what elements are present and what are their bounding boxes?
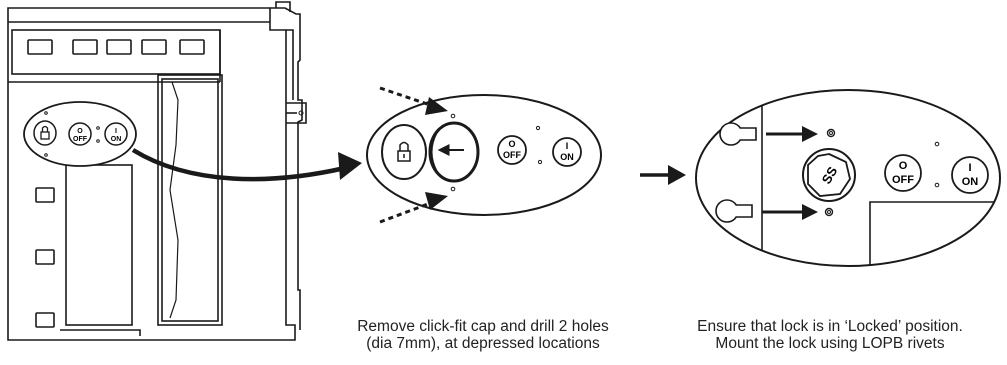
curved-arrow-head	[338, 152, 362, 180]
dotted-arrow-bottom-icon	[379, 199, 437, 224]
panel2-label-on: ON	[560, 152, 574, 162]
breaker-front-view	[7, 1, 307, 341]
panel2-label-off: OFF	[503, 150, 521, 160]
dotted-arrow-top-icon	[379, 86, 437, 109]
curved-arrow-icon	[131, 148, 346, 182]
panel1-label-off: OFF	[73, 136, 88, 143]
step3-caption-line2: Mount the lock using LOPB rivets	[715, 335, 945, 352]
panel3-label-off: OFF	[892, 174, 914, 186]
top-slot-row	[27, 39, 205, 55]
panel3-label-1: I	[968, 162, 971, 174]
step2-caption-line2: (dia 7mm), at depressed locations	[366, 335, 600, 352]
panel1-label-on: ON	[111, 136, 122, 143]
panel3-label-on: ON	[962, 176, 979, 188]
panel3-on-button	[951, 156, 989, 194]
panel2-label-1: I	[566, 141, 569, 151]
padlock-icon	[40, 125, 50, 140]
step3-caption: Ensure that lock is in ‘Locked’ position…	[660, 318, 1000, 352]
step3-caption-line1: Ensure that lock is in ‘Locked’ position…	[697, 318, 963, 335]
drill-location-top	[450, 113, 456, 119]
drill-location-bottom	[450, 186, 456, 192]
rivet-top	[719, 122, 757, 146]
panel3-button-group: SS O OFF I ON	[695, 89, 1001, 267]
rivet-arrow-top-icon	[802, 126, 818, 142]
padlock-icon	[397, 141, 411, 162]
key-lock-face	[807, 153, 851, 197]
panel2-off-button	[497, 135, 527, 165]
panel3-off-button	[884, 154, 922, 192]
panel3-label-0: O	[899, 160, 908, 172]
side-button-column	[35, 187, 55, 328]
step2-caption-line1: Remove click-fit cap and drill 2 holes	[357, 318, 609, 335]
panel2-label-0: O	[508, 139, 515, 149]
panel2-button-group: O OFF I ON	[366, 86, 602, 224]
panel2-on-button	[552, 137, 582, 167]
panel1-off-button	[68, 122, 92, 146]
panel1-on-button	[104, 122, 128, 146]
panel1-label-1: I	[115, 128, 117, 135]
rivet-arrow-bottom-icon	[802, 204, 818, 220]
click-fit-cap	[428, 121, 480, 183]
step2-caption: Remove click-fit cap and drill 2 holes (…	[318, 318, 648, 352]
rivet-bottom	[715, 199, 753, 223]
panel1-label-0: O	[77, 128, 83, 135]
panel1-button-group: O OFF I ON	[23, 101, 137, 167]
